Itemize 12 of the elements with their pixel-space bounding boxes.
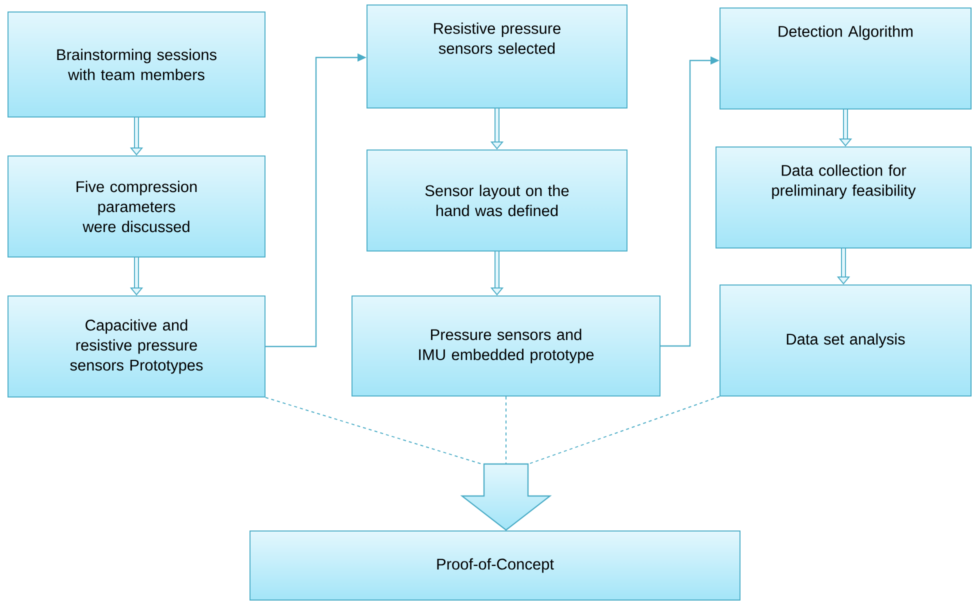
process-box: Data collection for preliminary feasibility (716, 146, 972, 248)
process-box: Brainstorming sessions with team members (8, 12, 266, 118)
process-box: Sensor layout on the hand was defined (366, 150, 628, 252)
process-box: Five compression parameters were discussed (8, 156, 266, 258)
process-box: Detection Algorithm (720, 8, 972, 110)
dashed-line (265, 397, 482, 464)
process-box: Resistive pressure sensors selected (366, 4, 628, 108)
process-box: Capacitive and resistive pressure sensors Prototypes (8, 296, 266, 398)
process-box: Data set analysis (720, 284, 972, 396)
block-arrow (460, 463, 552, 531)
process-box: Pressure sensors and IMU embedded prototype (352, 296, 660, 396)
dashed-line (528, 396, 720, 464)
